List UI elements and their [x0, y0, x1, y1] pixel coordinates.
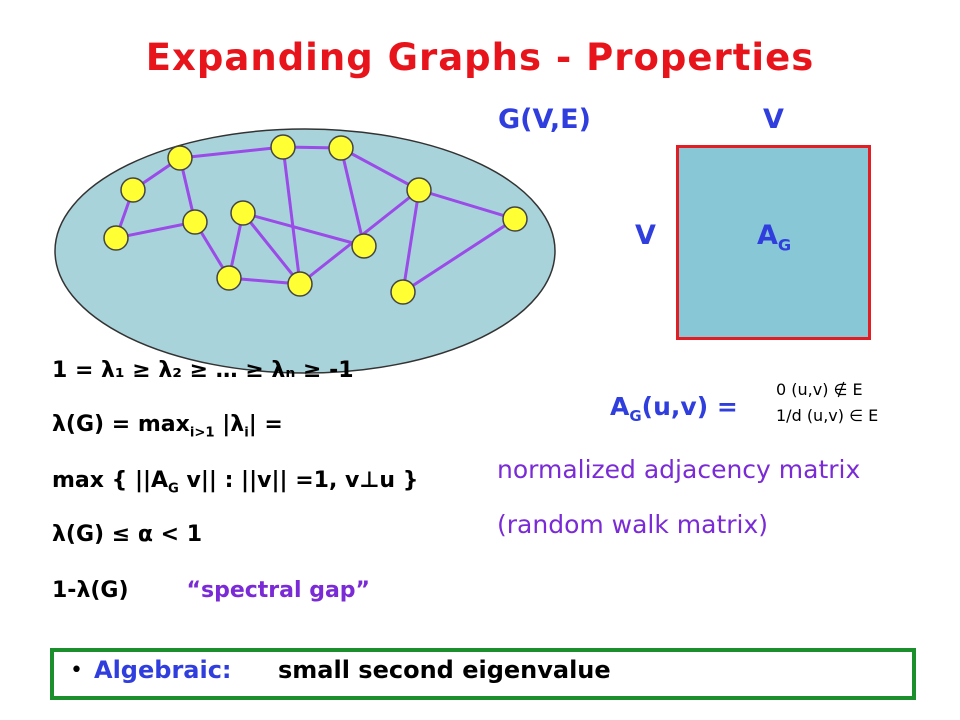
- graph-label: G(V,E): [498, 104, 591, 135]
- lambda-definition: λ(G) = maxi>1 |λi| =: [52, 412, 283, 441]
- lambda-bound: λ(G) ≤ α < 1: [52, 522, 203, 547]
- graph-node: [390, 279, 416, 305]
- adjacency-definition-lhs: AG(u,v) =: [610, 392, 738, 425]
- eigenvalue-ordering: 1 = λ₁ ≥ λ₂ ≥ … ≥ λₙ ≥ -1: [52, 358, 354, 383]
- normalized-adjacency-text: normalized adjacency matrix: [497, 455, 861, 484]
- graph-node: [120, 177, 146, 203]
- graph-node: [328, 135, 354, 161]
- slide-title: Expanding Graphs - Properties: [145, 36, 815, 79]
- graph-edge: [402, 217, 516, 294]
- graph-node: [103, 225, 129, 251]
- graph-edge: [242, 211, 365, 248]
- graph-edge: [241, 212, 302, 285]
- lambda-max-formula: max { ||AG v|| : ||v|| =1, v⊥u }: [52, 468, 419, 497]
- random-walk-text: (random walk matrix): [497, 510, 769, 539]
- graph-node: [351, 233, 377, 259]
- graph-edge: [339, 147, 366, 247]
- definition-case-edge: 1/d (u,v) ∈ E: [776, 406, 879, 425]
- graph-edge: [401, 189, 421, 293]
- graph-edge: [418, 188, 516, 221]
- spectral-gap-line: 1-λ(G)“spectral gap”: [52, 578, 371, 603]
- footer-text: small second eigenvalue: [278, 656, 611, 684]
- graph-node: [406, 177, 432, 203]
- graph-node: [182, 209, 208, 235]
- graph-node: [502, 206, 528, 232]
- graph-node: [230, 200, 256, 226]
- matrix-top-label: V: [763, 104, 784, 135]
- matrix-left-label: V: [635, 220, 656, 251]
- bullet-icon: •: [70, 658, 83, 683]
- graph-edge: [281, 146, 302, 285]
- graph-node: [216, 265, 242, 291]
- footer-label: Algebraic:: [94, 656, 232, 684]
- adjacency-matrix-box: [676, 145, 871, 340]
- matrix-name: AG: [757, 220, 792, 255]
- graph-node: [270, 134, 296, 160]
- footer-box: [50, 648, 916, 700]
- spectral-gap-label: “spectral gap”: [186, 578, 371, 603]
- graph-ellipse: [54, 128, 556, 374]
- graph-edge: [340, 146, 420, 192]
- graph-node: [167, 145, 193, 171]
- graph-edge: [115, 220, 196, 240]
- definition-case-not-edge: 0 (u,v) ∉ E: [776, 380, 863, 399]
- graph-node: [287, 271, 313, 297]
- expander-graph-figure: [54, 128, 556, 374]
- graph-nodes: [103, 134, 528, 305]
- graph-edge: [179, 145, 284, 160]
